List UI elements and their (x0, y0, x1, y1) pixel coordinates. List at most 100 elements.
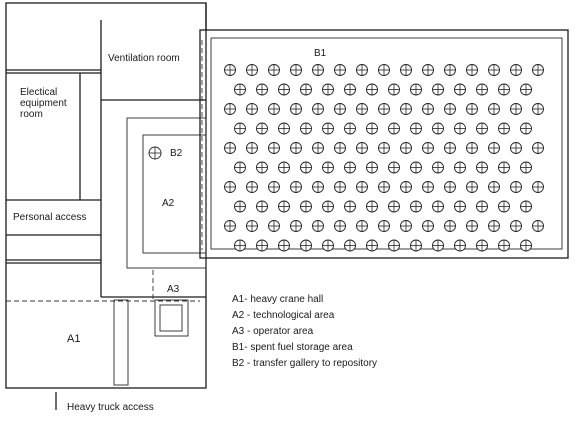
cask-icon (256, 83, 268, 96)
cask-icon (454, 122, 466, 135)
cask-icon (278, 161, 290, 174)
cask-icon (532, 142, 544, 154)
label-b2: B2 (170, 148, 183, 159)
storage-hall-wall (199, 29, 569, 259)
cask-icon (454, 239, 466, 252)
a2-inner-frame (142, 134, 207, 254)
cask-icon (466, 103, 478, 115)
cask-icon (532, 103, 544, 115)
cask-icon (344, 239, 356, 252)
cask-icon (378, 181, 390, 193)
cask-icon (488, 220, 500, 232)
cask-icon (388, 239, 400, 252)
cask-icon (476, 239, 488, 252)
cask-icon (246, 142, 258, 154)
a3-inner-box (159, 304, 183, 332)
cask-icon (224, 181, 236, 193)
cask-icon (400, 220, 412, 232)
cask-icon (300, 83, 312, 96)
cask-icon (400, 142, 412, 154)
cask-icon (312, 103, 324, 115)
cask-icon (290, 64, 302, 76)
label-ventilation-room: Ventilation room (108, 53, 180, 64)
cask-icon (322, 122, 334, 135)
cask-icon (454, 200, 466, 213)
legend: A1- heavy crane hall A2 - technological … (232, 294, 377, 369)
cask-icon (510, 181, 522, 193)
cask-grid (224, 64, 544, 252)
storage-hall-inner (210, 37, 563, 250)
cask-icon (378, 103, 390, 115)
cask-icon (498, 83, 510, 96)
label-heavy-truck-access: Heavy truck access (67, 402, 154, 413)
cask-icon (410, 200, 422, 213)
label-a3: A3 (167, 284, 180, 295)
cask-icon (488, 103, 500, 115)
a1-transfer-column (113, 299, 129, 386)
legend-item-a3: A3 - operator area (232, 326, 314, 337)
cask-icon (290, 181, 302, 193)
b2-cask-icon (148, 146, 162, 160)
cask-icon (256, 122, 268, 135)
cask-icon (290, 103, 302, 115)
cask-icon (476, 161, 488, 174)
cask-icon (476, 200, 488, 213)
cask-icon (344, 83, 356, 96)
cask-icon (476, 83, 488, 96)
cask-icon (312, 142, 324, 154)
label-electrical-room-line3: room (20, 109, 43, 120)
cask-icon (422, 181, 434, 193)
cask-icon (246, 64, 258, 76)
cask-icon (476, 122, 488, 135)
cask-icon (488, 181, 500, 193)
cask-icon (356, 103, 368, 115)
cask-icon (344, 200, 356, 213)
cask-icon (278, 83, 290, 96)
cask-icon (422, 220, 434, 232)
cask-icon (444, 220, 456, 232)
cask-icon (256, 239, 268, 252)
cask-icon (454, 83, 466, 96)
cask-icon (268, 181, 280, 193)
cask-icon (300, 200, 312, 213)
cask-icon (334, 103, 346, 115)
a2-outer-frame (126, 117, 207, 269)
cask-icon (444, 103, 456, 115)
cask-icon (278, 122, 290, 135)
cask-icon (290, 220, 302, 232)
cask-icon (466, 142, 478, 154)
cask-icon (224, 142, 236, 154)
cask-icon (498, 239, 510, 252)
cask-icon (466, 64, 478, 76)
cask-icon (400, 181, 412, 193)
cask-icon (388, 122, 400, 135)
cask-icon (356, 220, 368, 232)
cask-icon (246, 103, 258, 115)
label-personal-access: Personal access (13, 212, 86, 223)
cask-icon (312, 220, 324, 232)
cask-icon (322, 161, 334, 174)
cask-icon (300, 239, 312, 252)
cask-icon (278, 239, 290, 252)
legend-item-a2: A2 - technological area (232, 310, 335, 321)
cask-icon (334, 142, 346, 154)
cask-icon (532, 181, 544, 193)
cask-icon (278, 200, 290, 213)
cask-icon (234, 239, 246, 252)
cask-icon (520, 239, 532, 252)
cask-icon (378, 64, 390, 76)
cask-icon (256, 200, 268, 213)
cask-icon (224, 64, 236, 76)
cask-icon (312, 64, 324, 76)
cask-icon (268, 103, 280, 115)
cask-icon (444, 142, 456, 154)
cask-icon (510, 103, 522, 115)
label-electrical-room-line2: equipment (20, 98, 67, 109)
label-a2: A2 (162, 198, 175, 209)
cask-icon (224, 220, 236, 232)
cask-icon (356, 142, 368, 154)
a3-box (154, 299, 189, 337)
cask-icon (466, 181, 478, 193)
cask-icon (510, 220, 522, 232)
